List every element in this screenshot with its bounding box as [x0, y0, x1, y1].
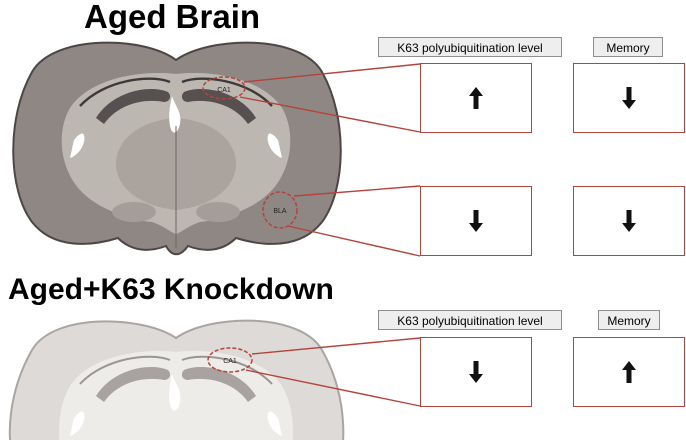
- arrow-down-shape: [469, 210, 483, 232]
- arrow-down-shape: [622, 87, 636, 109]
- connector-kd-ca1-top: [251, 337, 421, 355]
- knockdown-hippocampus-left: [96, 367, 171, 402]
- arrow-up-icon: [469, 87, 483, 109]
- aged-memory-header: Memory: [593, 37, 663, 57]
- aged-ca1-k63-box: [420, 63, 532, 133]
- arrow-up-shape: [622, 361, 636, 383]
- aged-hippocampus-left: [96, 89, 171, 124]
- arrow-down-shape: [469, 361, 483, 383]
- connector-ca1-bottom: [239, 96, 421, 133]
- arrow-up-icon: [622, 361, 636, 383]
- knockdown-k63-header: K63 polyubiquitination level: [378, 310, 562, 330]
- aged-lower-structure-right: [196, 202, 240, 222]
- aged-brain-title: Aged Brain: [84, 0, 261, 35]
- knockdown-hippocampus-right: [181, 367, 256, 402]
- aged-lower-structure-left: [112, 202, 156, 222]
- knockdown-brain-illustration: CA1: [8, 319, 345, 440]
- aged-brain-illustration: CA1 BLA: [12, 41, 342, 256]
- aged-cortex-stroke-left: [79, 77, 171, 107]
- arrow-up-shape: [469, 87, 483, 109]
- aged-bla-k63-box: [420, 186, 532, 256]
- knockdown-ca1-region: [207, 347, 253, 373]
- knockdown-cortex-stroke-left: [79, 355, 171, 385]
- aged-hippocampus-right: [181, 89, 256, 124]
- knockdown-ventricle-left: [70, 411, 85, 436]
- arrow-down-icon: [469, 361, 483, 383]
- arrow-down-icon: [622, 210, 636, 232]
- knockdown-ca1-label: CA1: [223, 358, 237, 365]
- connector-bla-bottom: [287, 225, 421, 257]
- aged-ca1-memory-box: [573, 63, 685, 133]
- aged-cortex-stroke-right: [181, 77, 273, 107]
- connector-kd-ca1-bottom: [245, 369, 421, 407]
- knockdown-ca1-memory-box: [573, 337, 685, 407]
- knockdown-ventricle-center: [169, 374, 181, 411]
- arrow-down-icon: [469, 210, 483, 232]
- aged-bla-memory-box: [573, 186, 685, 256]
- arrow-down-icon: [622, 87, 636, 109]
- knockdown-ventricle-right: [267, 411, 282, 436]
- knockdown-cortex-stroke-right: [181, 355, 273, 385]
- aged-bla-region: [262, 191, 298, 229]
- aged-ca1-label: CA1: [217, 87, 231, 94]
- aged-ventricle-right: [267, 133, 282, 158]
- connector-ca1-top: [243, 63, 421, 83]
- arrow-down-shape: [622, 210, 636, 232]
- knockdown-memory-header: Memory: [598, 310, 660, 330]
- knockdown-title: Aged+K63 Knockdown: [8, 273, 334, 306]
- aged-ventricle-left: [70, 133, 85, 158]
- connector-bla-top: [293, 185, 421, 197]
- knockdown-ca1-k63-box: [420, 337, 532, 407]
- aged-ventricle-center: [169, 96, 181, 133]
- aged-ca1-region: [202, 76, 246, 100]
- aged-k63-header: K63 polyubiquitination level: [378, 37, 562, 57]
- aged-bla-label: BLA: [273, 208, 287, 215]
